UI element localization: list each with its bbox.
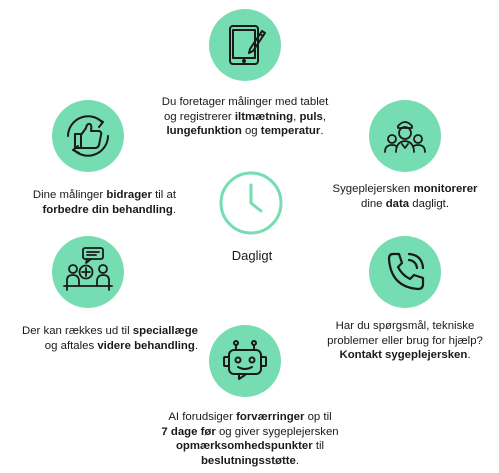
text-run: Har du spørgsmål, tekniske [335,320,475,332]
text-run: og giver sygeplejersken [215,425,339,438]
text-run: dagligt. [409,197,450,210]
node-ai [209,325,281,397]
text-line: og registrerer iltmætning, puls, [130,110,360,125]
node-specialist [52,236,124,308]
text-run: Dine målinger [32,189,107,201]
bold-run: lungefunktion [166,125,242,137]
bold-run: Kontakt sygeplejersken [339,349,468,361]
text-run: . [295,454,300,467]
text-run: og registrerer [163,110,235,123]
node-phone [369,236,441,308]
node-tablet [209,9,281,81]
text-run: Du foretager målinger med tablet [161,96,329,108]
bold-run: videre behandling [97,339,195,352]
text-run: . [320,125,324,137]
text-line: Du foretager målinger med tablet [130,95,360,110]
text-line: dine data dagligt. [315,197,495,212]
text-line: Har du spørgsmål, tekniske [315,319,495,334]
text-run: AI forudsiger [168,411,237,423]
text-run: og [241,125,261,137]
text-run: . [467,349,471,361]
bold-run: forbedre din behandling [42,203,173,216]
text-run: dine [360,197,386,210]
node-thumbs [52,100,124,172]
consultation-icon [63,247,113,291]
phone-icon [387,252,425,291]
bold-run: temperatur [260,125,321,137]
bold-run: bidrager [106,189,152,201]
text-line: Der kan rækkes ud til speciallæge [0,324,198,339]
text-line: forbedre din behandling. [0,203,176,218]
text-run: . [194,339,198,352]
text-run: problemer eller brug for hjælp? [327,334,483,347]
text-run: , [322,110,327,123]
bold-run: 7 dage før [161,425,216,438]
text-line: og aftales videre behandling. [0,339,198,354]
step-text-tablet: Du foretager målinger med tablet og regis… [130,95,360,139]
text-line: problemer eller brug for hjælp? [315,334,495,349]
bold-run: beslutningsstøtte [200,454,296,467]
text-line: Dine målinger bidrager til at [0,188,176,203]
text-line: AI forudsiger forværringer op til [130,410,370,425]
text-line: lungefunktion og temperatur. [130,124,360,139]
text-run: op til [304,411,332,423]
step-text-phone: Har du spørgsmål, tekniske problemer elle… [315,319,495,363]
robot-icon [223,340,267,380]
bold-run: speciallæge [132,325,198,337]
bold-run: puls [299,110,323,123]
clock-icon [219,171,283,235]
bold-run: iltmætning [234,110,294,123]
nurse-team-icon [384,121,426,153]
tablet-pen-icon [229,25,266,65]
text-line: Sygeplejersken monitorerer [315,182,495,197]
text-line: beslutningsstøtte. [130,454,370,469]
text-run: . [172,203,176,216]
thumbs-up-cycle-icon [67,115,109,157]
text-line: 7 dage før og giver sygeplejersken [130,425,370,440]
text-run: og aftales [44,339,98,352]
text-run: , [293,110,300,123]
text-run: Sygeplejersken [332,183,414,195]
text-run: til [312,440,325,452]
text-line: Kontakt sygeplejersken. [315,348,495,363]
text-run: til at [151,189,176,201]
text-run: Der kan rækkes ud til [22,325,133,337]
bold-run: forværringer [236,411,305,423]
center-label: Dagligt [231,248,273,263]
bold-run: opmærksomhedspunkter [175,440,313,452]
text-line: opmærksomhedspunkter til [130,439,370,454]
bold-run: data [385,197,410,210]
bold-run: monitorerer [413,183,478,195]
node-nurse [369,100,441,172]
